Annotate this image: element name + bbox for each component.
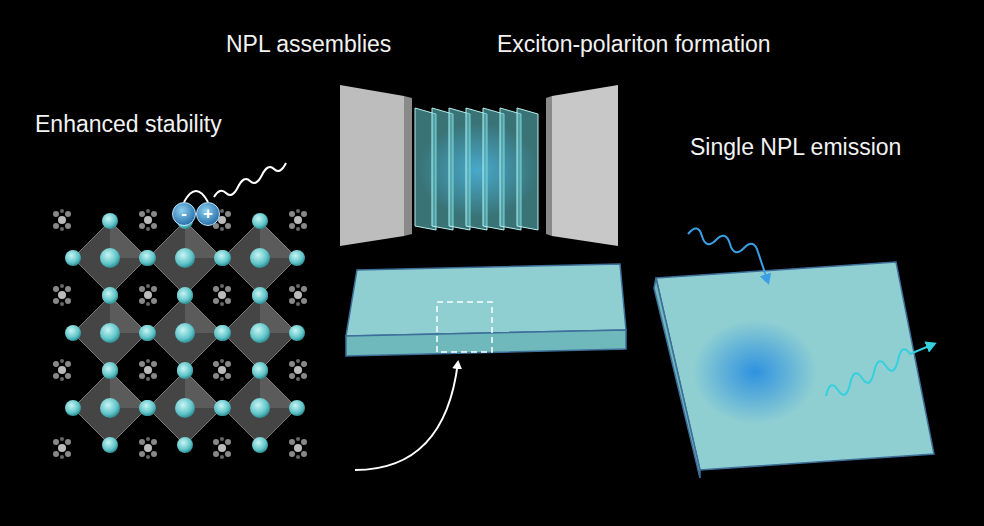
emission-glow	[693, 320, 817, 424]
heading-label: Single NPL emission	[690, 133, 970, 161]
charge-sign: -	[181, 203, 187, 225]
molecule	[213, 284, 231, 306]
molecule	[139, 437, 157, 459]
nanoplatelet-stack	[415, 108, 538, 230]
octahedron	[215, 363, 305, 453]
molecule	[289, 284, 307, 306]
nanoplatelet	[517, 108, 538, 230]
molecule	[139, 359, 157, 381]
nanoplatelet-top	[346, 264, 626, 336]
heading-label: Exciton-polariton formation	[497, 30, 917, 58]
nanoplatelet-top	[656, 262, 934, 470]
molecule	[139, 284, 157, 306]
organic-cations	[53, 209, 307, 459]
molecule	[289, 359, 307, 381]
molecule	[53, 209, 71, 231]
mirror	[340, 85, 404, 246]
excitation-wave	[688, 228, 768, 282]
charge-circle: -	[172, 202, 196, 226]
charge-circle: +	[196, 202, 220, 226]
mirror-edge	[546, 96, 552, 236]
heading-label: NPL assemblies	[226, 30, 446, 58]
mirror-edge	[404, 96, 412, 236]
charge-sign: +	[203, 203, 213, 225]
exciton-arc	[184, 191, 208, 202]
octahedra-lattice	[65, 213, 305, 453]
zoom-arrow	[355, 362, 458, 470]
molecule	[53, 359, 71, 381]
emission-wave	[826, 344, 934, 396]
molecule	[139, 209, 157, 231]
zoom-box	[437, 302, 492, 352]
molecule	[53, 284, 71, 306]
photon-wave	[214, 163, 286, 197]
nanoplatelet-edge	[654, 278, 700, 478]
molecule	[213, 437, 231, 459]
molecule	[289, 437, 307, 459]
molecule	[289, 209, 307, 231]
mirror	[552, 85, 618, 246]
molecule	[213, 359, 231, 381]
heading-label: Enhanced stability	[35, 110, 295, 138]
molecule	[53, 437, 71, 459]
